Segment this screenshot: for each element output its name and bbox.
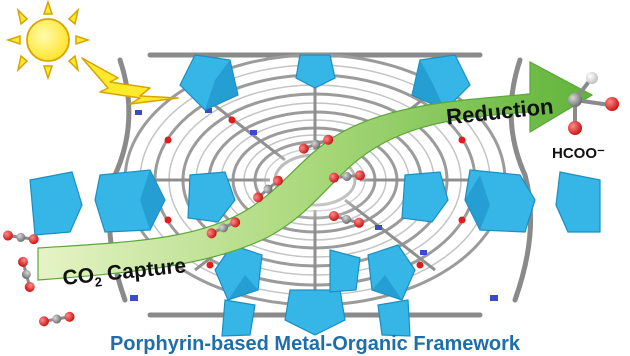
co2-molecule-icon — [18, 256, 35, 292]
co2-molecule-icon — [328, 170, 365, 183]
co2-molecule-icon — [328, 211, 364, 228]
capture-label-subscript: 2 — [94, 274, 103, 290]
capture-reduction-arrow — [37, 61, 594, 281]
co2-molecule-icon — [253, 175, 283, 203]
co2-molecule-icon — [298, 134, 334, 154]
co2-molecule-icon — [2, 230, 39, 245]
capture-label-co: CO — [62, 264, 96, 290]
sun-icon — [5, 0, 91, 81]
co2-molecule-icon — [38, 311, 75, 327]
formate-molecule-icon — [568, 72, 619, 135]
product-label: HCOO⁻ — [552, 145, 605, 162]
figure-caption: Porphyrin-based Metal-Organic Framework — [110, 333, 521, 355]
co2-molecule-icon — [206, 217, 241, 239]
lightning-bolt-icon — [81, 57, 179, 105]
zirconium-clusters — [29, 54, 601, 337]
co2-molecules — [2, 134, 365, 327]
